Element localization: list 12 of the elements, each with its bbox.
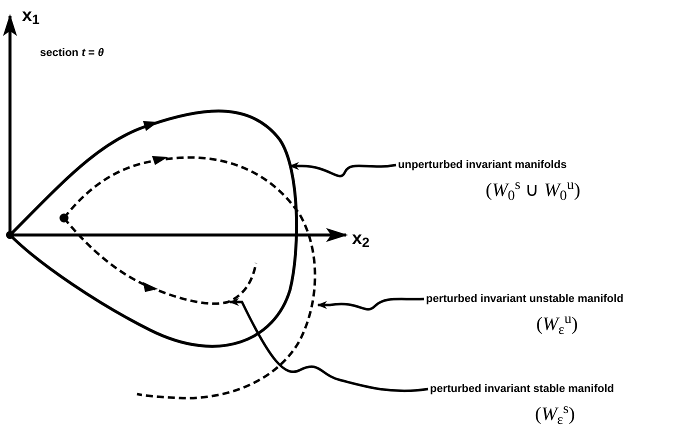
formula: (W$_{ε}$$^{s}$) <box>534 401 575 430</box>
leader-line <box>289 162 396 178</box>
formula: (W$_{ε}$$^{u}$) <box>536 311 578 340</box>
callout-text: perturbed invariant unstable manifold <box>426 292 624 307</box>
callout-text: perturbed invariant stable manifold <box>430 382 614 397</box>
section-label: section t = θ <box>40 46 104 61</box>
leader-line <box>317 298 424 311</box>
callout-text: unperturbed invariant manifolds <box>398 158 567 173</box>
formula: (W$_{0}$$^{s}$ ∪ W$_{0}$$^{u}$) <box>486 177 580 206</box>
axis-label: x$_{2}$ <box>352 227 370 252</box>
axis-label: x$_{1}$ <box>22 4 40 29</box>
leader-line <box>229 298 428 392</box>
